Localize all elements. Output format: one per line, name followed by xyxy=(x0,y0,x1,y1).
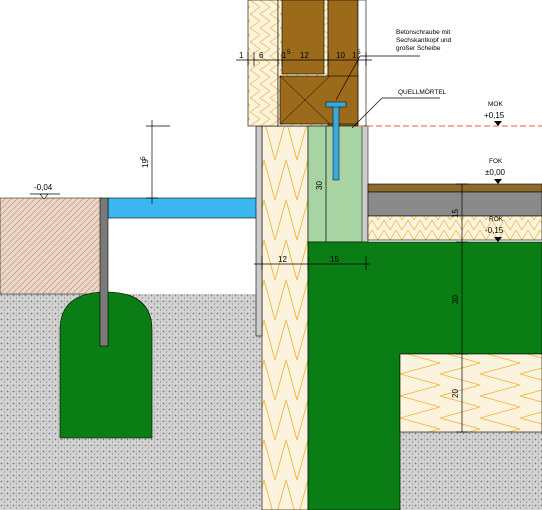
annotation-screw-1: Betonschraube mit xyxy=(396,29,450,36)
sill-plate xyxy=(279,75,359,125)
cladding-board xyxy=(255,125,263,337)
ground-level-value: -0,04 xyxy=(34,183,53,192)
dim-slab-mid: 30 xyxy=(451,295,460,304)
dim-top-3: 1 xyxy=(282,51,287,60)
floor-insulation xyxy=(367,215,542,241)
water-channel xyxy=(107,197,259,219)
gravel-under-slab xyxy=(400,432,542,510)
dim-top-6-sup: 5 xyxy=(357,49,361,56)
steel-post xyxy=(99,197,109,347)
annotation-mortar: QUELLMÖRTEL xyxy=(398,88,447,96)
annotation-screw-3: großer Scheibe xyxy=(396,45,441,52)
level-marker-fok xyxy=(494,179,502,184)
plinth-edge xyxy=(361,125,369,243)
dim-slab-top: 15 xyxy=(451,209,460,218)
underslab-insulation xyxy=(399,353,542,433)
rok-value: -0,15 xyxy=(485,226,504,235)
wall-insulation-outer xyxy=(247,0,279,127)
floor-subbase xyxy=(367,191,542,217)
screw-washer xyxy=(325,101,347,108)
level-marker-mok xyxy=(494,121,502,126)
dim-gap-vertical: 19 xyxy=(141,159,150,168)
wall-inner-board xyxy=(357,0,367,127)
level-marker-rok xyxy=(494,237,502,242)
concrete-screw xyxy=(332,103,340,181)
mok-label: MOK xyxy=(488,101,503,108)
fok-value: ±0,00 xyxy=(485,168,506,177)
dim-top-3-sup: 5 xyxy=(287,49,291,56)
floor-screed xyxy=(367,183,542,193)
fok-label: FOK xyxy=(489,158,503,165)
dim-wall-thickness: 12 xyxy=(278,255,287,264)
mok-value: +0,15 xyxy=(484,111,505,120)
facade-insulation xyxy=(261,125,309,510)
dim-top-6: 1 xyxy=(352,51,357,60)
dim-gap-vertical-sup: 5 xyxy=(140,156,147,160)
dim-top-4: 12 xyxy=(300,51,309,60)
sill-cross xyxy=(279,75,331,125)
wall-timber-beam xyxy=(281,0,325,75)
dim-top-1: 1 xyxy=(239,51,244,60)
cavity xyxy=(108,218,258,294)
dim-plinth-width: 15 xyxy=(330,255,339,264)
soil-slope xyxy=(0,197,103,295)
annotation-screw-2: Sechskantkopf und xyxy=(396,37,452,44)
dim-top-5: 10 xyxy=(336,51,345,60)
dim-slab-bottom: 20 xyxy=(451,389,460,398)
rok-label: ROK xyxy=(489,216,504,223)
dim-plinth-height: 30 xyxy=(315,181,324,190)
dim-top-2: 6 xyxy=(259,51,264,60)
